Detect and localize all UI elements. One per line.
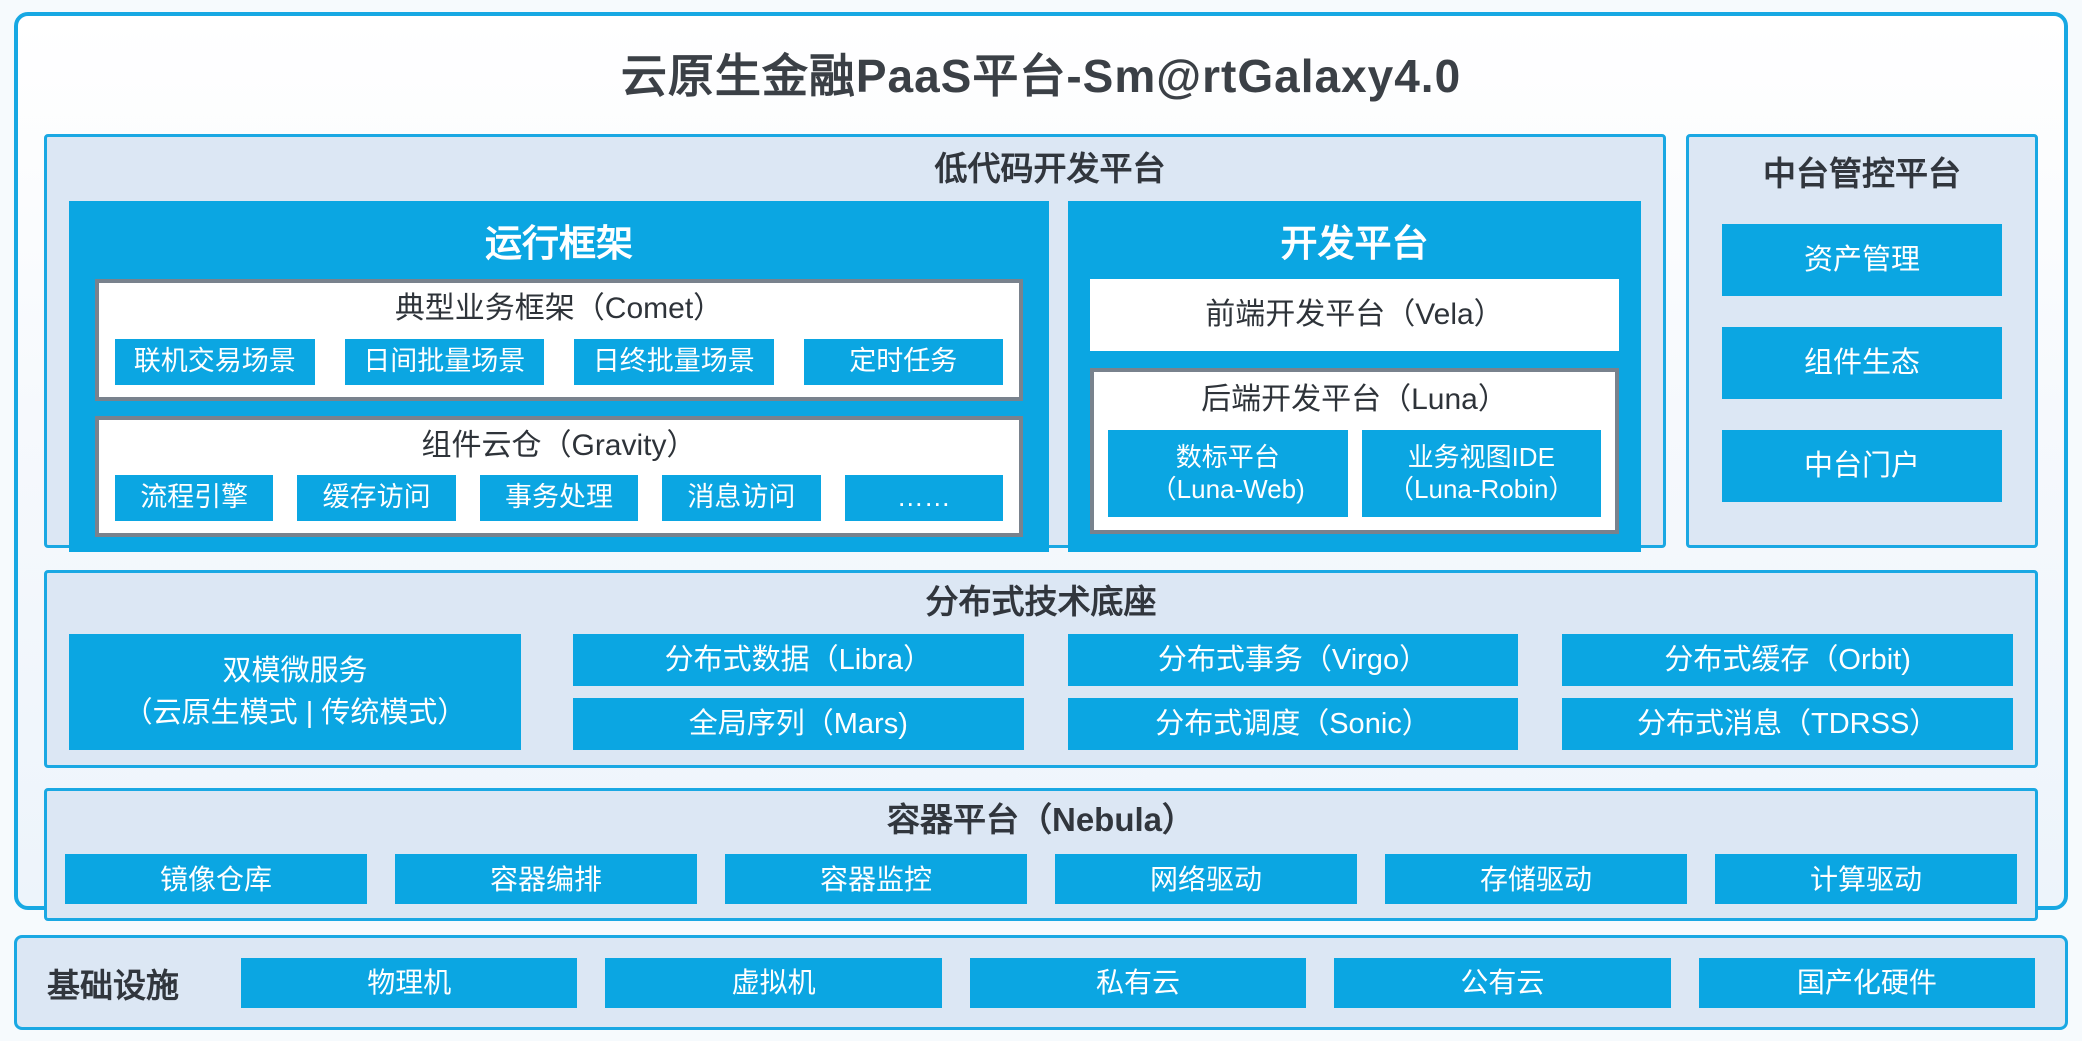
block-distributed-cache-orbit: 分布式缓存（Orbit) [1562, 634, 2013, 687]
block-mid-platform-portal: 中台门户 [1722, 430, 2002, 503]
comet-framework-title: 典型业务框架（Comet） [394, 292, 724, 326]
block-container-orchestration: 容器编排 [395, 854, 697, 905]
luna-backend-box: 后端开发平台（Luna） 数标平台 （Luna-Web) 业务视图IDE （Lu… [1089, 368, 1619, 535]
block-private-cloud: 私有云 [969, 957, 1307, 1008]
dev-platform-title: 开发平台 [1280, 223, 1429, 265]
container-platform-row: 镜像仓库 容器编排 容器监控 网络驱动 存储驱动 计算驱动 [65, 854, 2017, 905]
block-luna-robin: 业务视图IDE （Luna-Robin） [1361, 429, 1602, 518]
distributed-grid: 分布式数据（Libra） 分布式事务（Virgo） 分布式缓存（Orbit) 全… [573, 634, 2013, 751]
main-frame: 云原生金融PaaS平台-Sm@rtGalaxy4.0 低代码开发平台 运行框架 … [14, 12, 2068, 922]
block-dual-mode-microservice: 双模微服务 （云原生模式 | 传统模式） [69, 634, 521, 751]
distributed-base-panel: 分布式技术底座 双模微服务 （云原生模式 | 传统模式） 分布式数据（Libra… [44, 570, 2038, 769]
block-process-engine: 流程引擎 [115, 475, 274, 522]
luna-robin-line2: （Luna-Robin） [1388, 474, 1575, 505]
block-ellipsis: …… [844, 475, 1003, 522]
block-storage-driver: 存储驱动 [1385, 854, 1687, 905]
block-component-ecosystem: 组件生态 [1722, 327, 2002, 400]
block-container-monitoring: 容器监控 [725, 854, 1027, 905]
block-compute-driver: 计算驱动 [1715, 854, 2017, 905]
block-asset-management: 资产管理 [1722, 224, 2002, 297]
block-distributed-message-tdrss: 分布式消息（TDRSS） [1562, 698, 2013, 751]
block-network-driver: 网络驱动 [1055, 854, 1357, 905]
block-distributed-scheduler-sonic: 分布式调度（Sonic） [1067, 698, 1519, 751]
block-distributed-data-libra: 分布式数据（Libra） [573, 634, 1024, 687]
gravity-warehouse-title: 组件云仓（Gravity） [421, 428, 697, 462]
block-physical-machine: 物理机 [241, 957, 578, 1008]
luna-robin-line1: 业务视图IDE [1407, 441, 1555, 472]
container-platform-title: 容器平台（Nebula） [886, 801, 1196, 839]
runtime-framework-title: 运行框架 [484, 223, 633, 265]
block-public-cloud: 公有云 [1334, 957, 1671, 1008]
vela-frontend-box: 前端开发平台（Vela） [1089, 279, 1619, 352]
comet-framework-box: 典型业务框架（Comet） 联机交易场景 日间批量场景 日终批量场景 定时任务 [95, 279, 1023, 401]
infrastructure-bar: 基础设施 物理机 虚拟机 私有云 公有云 国产化硬件 [14, 935, 2068, 1030]
infrastructure-row: 物理机 虚拟机 私有云 公有云 国产化硬件 [241, 957, 2036, 1008]
diagram-title: 云原生金融PaaS平台-Sm@rtGalaxy4.0 [620, 50, 1462, 102]
lowcode-platform-panel: 低代码开发平台 运行框架 典型业务框架（Comet） 联机交易场景 日间批量场景… [44, 134, 1666, 553]
block-online-transaction: 联机交易场景 [115, 338, 315, 385]
gravity-items-row: 流程引擎 缓存访问 事务处理 消息访问 …… [115, 475, 1003, 522]
block-distributed-transaction-virgo: 分布式事务（Virgo） [1067, 634, 1519, 687]
block-image-registry: 镜像仓库 [65, 854, 367, 905]
container-platform-panel: 容器平台（Nebula） 镜像仓库 容器编排 容器监控 网络驱动 存储驱动 计算… [44, 788, 2038, 922]
distributed-body: 双模微服务 （云原生模式 | 传统模式） 分布式数据（Libra） 分布式事务（… [69, 634, 2013, 751]
block-virtual-machine: 虚拟机 [605, 957, 942, 1008]
lowcode-body: 运行框架 典型业务框架（Comet） 联机交易场景 日间批量场景 日终批量场景 … [69, 201, 1641, 553]
luna-web-line1: 数标平台 [1175, 441, 1280, 472]
dev-platform-panel: 开发平台 前端开发平台（Vela） 后端开发平台（Luna） 数标平台 （Lun… [1067, 201, 1641, 553]
block-cache-access: 缓存访问 [297, 475, 456, 522]
block-luna-web: 数标平台 （Luna-Web) [1107, 429, 1348, 518]
dual-mode-line1: 双模微服务 [222, 655, 368, 688]
block-scheduled-task: 定时任务 [803, 338, 1003, 385]
lowcode-platform-title: 低代码开发平台 [934, 150, 1166, 187]
block-eod-batch: 日终批量场景 [574, 338, 774, 385]
top-row: 低代码开发平台 运行框架 典型业务框架（Comet） 联机交易场景 日间批量场景… [44, 134, 2038, 553]
block-message-access: 消息访问 [662, 475, 821, 522]
luna-items-row: 数标平台 （Luna-Web) 业务视图IDE （Luna-Robin） [1107, 429, 1602, 518]
mid-platform-title: 中台管控平台 [1763, 155, 1961, 192]
comet-items-row: 联机交易场景 日间批量场景 日终批量场景 定时任务 [115, 338, 1003, 385]
block-intraday-batch: 日间批量场景 [344, 338, 544, 385]
runtime-framework-panel: 运行框架 典型业务框架（Comet） 联机交易场景 日间批量场景 日终批量场景 … [69, 201, 1049, 553]
dual-mode-line2: （云原生模式 | 传统模式） [123, 697, 467, 730]
luna-web-line2: （Luna-Web) [1150, 474, 1305, 505]
gravity-warehouse-box: 组件云仓（Gravity） 流程引擎 缓存访问 事务处理 消息访问 …… [95, 415, 1023, 538]
infrastructure-title: 基础设施 [47, 966, 179, 1004]
block-global-sequence-mars: 全局序列（Mars) [573, 698, 1024, 751]
luna-backend-title: 后端开发平台（Luna） [1201, 383, 1508, 417]
distributed-base-title: 分布式技术底座 [925, 583, 1157, 620]
block-domestic-hardware: 国产化硬件 [1698, 957, 2036, 1008]
block-transaction-processing: 事务处理 [479, 475, 639, 522]
mid-platform-panel: 中台管控平台 资产管理 组件生态 中台门户 [1686, 134, 2038, 548]
